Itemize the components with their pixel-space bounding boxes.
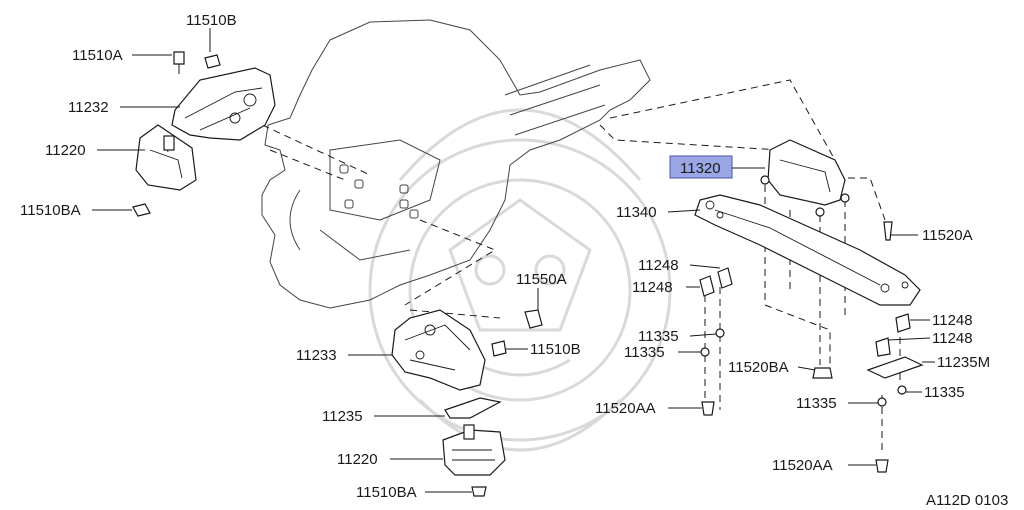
label-11340[interactable]: 11340 <box>616 204 657 221</box>
label-11235m[interactable]: 11235M <box>937 354 990 371</box>
label-11520a[interactable]: 11520A <box>922 227 973 244</box>
label-11320[interactable]: 11320 <box>680 160 721 177</box>
label-11520ba[interactable]: 11520BA <box>728 359 789 376</box>
label-11220-bot[interactable]: 11220 <box>337 451 378 468</box>
label-11233[interactable]: 11233 <box>296 347 337 364</box>
engine-transmission-outline <box>261 19 651 309</box>
label-11235[interactable]: 11235 <box>322 408 363 425</box>
label-11232[interactable]: 11232 <box>68 99 109 116</box>
leader-lines <box>92 28 935 493</box>
part-highlight-box <box>669 155 733 179</box>
rear-crossmember-assembly <box>694 139 924 473</box>
label-11248-c[interactable]: 11248 <box>932 312 973 329</box>
label-11510ba-bot[interactable]: 11510BA <box>356 484 417 501</box>
label-11220-top[interactable]: 11220 <box>45 142 86 159</box>
front-left-mount-assembly <box>132 51 276 217</box>
label-11335-b[interactable]: 11335 <box>624 344 665 361</box>
label-11248-d[interactable]: 11248 <box>932 330 973 347</box>
watermark-emblem <box>368 108 672 452</box>
assembly-dashed-lines <box>229 79 901 455</box>
part-labels: 11510B 11510A 11232 11220 11510BA 11320 … <box>20 12 1008 509</box>
label-11520aa-right[interactable]: 11520AA <box>772 457 833 474</box>
label-11510a[interactable]: 11510A <box>72 47 123 64</box>
label-11335-a[interactable]: 11335 <box>638 328 679 345</box>
label-11510ba-top[interactable]: 11510BA <box>20 202 81 219</box>
drawing-code: A112D 0103 <box>926 492 1008 509</box>
front-right-mount-assembly <box>391 309 543 497</box>
label-11248-b[interactable]: 11248 <box>632 279 673 296</box>
label-11335-c[interactable]: 11335 <box>924 384 965 401</box>
label-11248-a[interactable]: 11248 <box>638 257 679 274</box>
label-11510b-top[interactable]: 11510B <box>186 12 237 29</box>
label-11335-d[interactable]: 11335 <box>796 395 837 412</box>
label-11520aa-left[interactable]: 11520AA <box>595 400 656 417</box>
label-11550a[interactable]: 11550A <box>516 271 567 288</box>
label-11510b-mid[interactable]: 11510B <box>530 341 581 358</box>
